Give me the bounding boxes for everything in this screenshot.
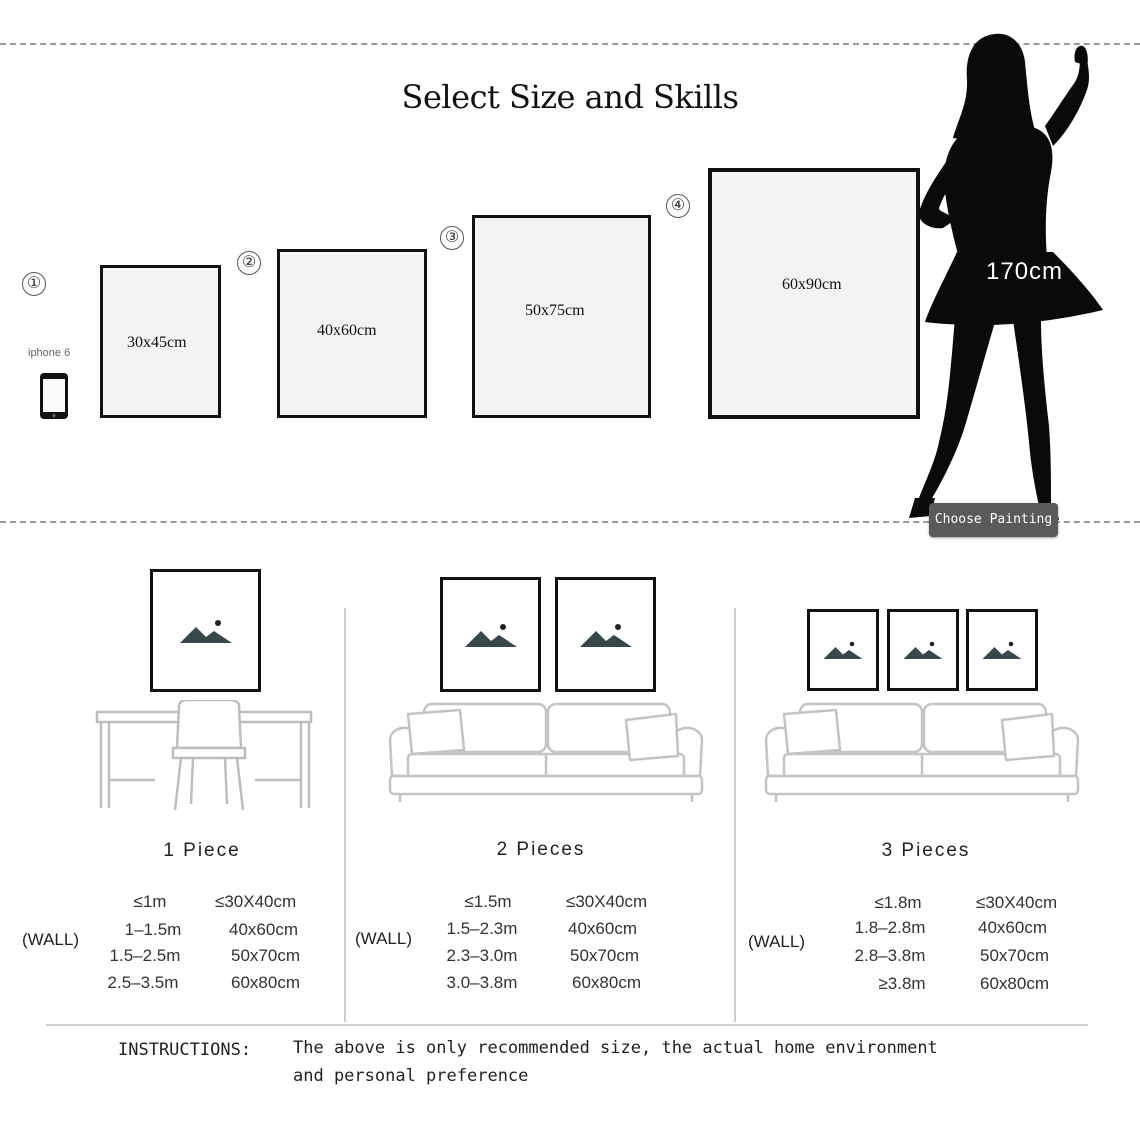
size-frame-30x45[interactable]: 30x45cm bbox=[100, 265, 221, 418]
piece-1-wall-0: ≤1m bbox=[133, 892, 167, 911]
piece-1-size-1: 40x60cm bbox=[229, 920, 298, 939]
piece-2-size-1: 40x60cm bbox=[568, 919, 637, 938]
size-number-4: ④ bbox=[666, 194, 690, 218]
mountain-icon bbox=[464, 623, 517, 647]
top-dashed-divider bbox=[0, 43, 1140, 45]
bottom-divider bbox=[46, 1024, 1088, 1026]
size-number-3: ③ bbox=[440, 226, 464, 250]
instructions-line-1: The above is only recommended size, the … bbox=[293, 1038, 938, 1058]
page-title: Select Size and Skills bbox=[401, 78, 739, 116]
instructions-label: INSTRUCTIONS: bbox=[118, 1040, 252, 1060]
piece-3-wall-3: ≥3.8m bbox=[878, 974, 926, 993]
piece-1-size-2: 50x70cm bbox=[231, 946, 300, 965]
piece-3-size-2: 50x70cm bbox=[980, 946, 1049, 965]
piece-1-wall-2: 1.5–2.5m bbox=[109, 946, 181, 965]
piece-2-wall-1: 1.5–2.3m bbox=[446, 919, 518, 938]
piece-3-frame-right bbox=[966, 609, 1038, 691]
sofa-illustration-2 bbox=[386, 700, 706, 809]
sofa-illustration-3 bbox=[762, 700, 1082, 809]
piece-1-size-0: ≤30X40cm bbox=[215, 892, 297, 911]
piece-3-wall-1: 1.8–2.8m bbox=[854, 918, 926, 937]
size-label-30x45: 30x45cm bbox=[127, 334, 187, 351]
piece-3-wall-label: (WALL) bbox=[748, 932, 805, 951]
instructions-line-2: and personal preference bbox=[293, 1066, 529, 1086]
piece-2-frame-left bbox=[440, 577, 541, 692]
size-frame-40x60[interactable]: 40x60cm bbox=[277, 249, 427, 418]
size-label-60x90: 60x90cm bbox=[782, 276, 842, 293]
desk-chair-illustration bbox=[95, 698, 315, 817]
phone-icon bbox=[38, 372, 70, 425]
piece-2-wall-2: 2.3–3.0m bbox=[446, 946, 518, 965]
piece-1-frame bbox=[150, 569, 261, 692]
piece-2-size-3: 60x80cm bbox=[572, 973, 641, 992]
size-label-40x60: 40x60cm bbox=[317, 322, 377, 339]
mountain-icon bbox=[903, 641, 943, 659]
middle-dashed-divider bbox=[0, 521, 1140, 523]
piece-3-frame-middle bbox=[887, 609, 959, 691]
mountain-icon bbox=[823, 641, 863, 659]
piece-2-frame-right bbox=[555, 577, 656, 692]
mountain-icon bbox=[579, 623, 632, 647]
piece-3-wall-2: 2.8–3.8m bbox=[854, 946, 926, 965]
piece-2-wall-3: 3.0–3.8m bbox=[446, 973, 518, 992]
piece-3-title: 3 Pieces bbox=[881, 840, 971, 861]
piece-1-size-3: 60x80cm bbox=[231, 973, 300, 992]
piece-1-wall-3: 2.5–3.5m bbox=[107, 973, 179, 992]
piece-1-wall-label: (WALL) bbox=[22, 930, 79, 949]
piece-3-frame-left bbox=[807, 609, 879, 691]
piece-2-wall-0: ≤1.5m bbox=[464, 892, 512, 911]
section-divider-2 bbox=[734, 608, 736, 1022]
piece-3-size-0: ≤30X40cm bbox=[976, 893, 1058, 912]
mountain-icon bbox=[179, 619, 232, 643]
piece-3-size-3: 60x80cm bbox=[980, 974, 1049, 993]
size-frame-50x75[interactable]: 50x75cm bbox=[472, 215, 651, 418]
woman-silhouette bbox=[895, 22, 1125, 539]
size-label-50x75: 50x75cm bbox=[525, 302, 585, 319]
piece-2-wall-label: (WALL) bbox=[355, 929, 412, 948]
phone-label: iphone 6 bbox=[28, 347, 71, 359]
piece-1-wall-1: 1–1.5m bbox=[124, 920, 182, 939]
mountain-icon bbox=[982, 641, 1022, 659]
height-label: 170cm bbox=[986, 258, 1064, 285]
piece-3-wall-0: ≤1.8m bbox=[874, 893, 922, 912]
piece-1-title: 1 Piece bbox=[163, 840, 241, 861]
section-divider-1 bbox=[344, 608, 346, 1022]
size-number-1: ① bbox=[22, 272, 46, 296]
piece-2-title: 2 Pieces bbox=[496, 839, 586, 860]
choose-painting-button[interactable]: Choose Painting bbox=[929, 503, 1058, 537]
piece-3-size-1: 40x60cm bbox=[978, 918, 1047, 937]
piece-2-size-2: 50x70cm bbox=[570, 946, 639, 965]
size-frame-60x90[interactable]: 60x90cm bbox=[708, 168, 920, 419]
size-number-2: ② bbox=[237, 251, 261, 275]
piece-2-size-0: ≤30X40cm bbox=[566, 892, 648, 911]
